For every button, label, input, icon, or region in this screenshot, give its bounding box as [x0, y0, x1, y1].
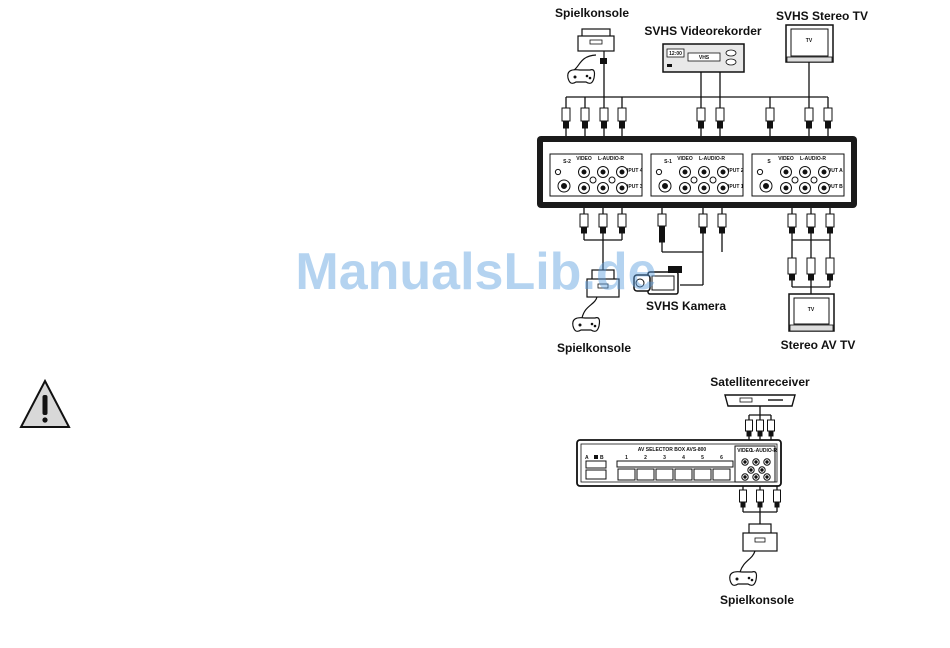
group3-audio-label: L-AUDIO-R: [800, 156, 826, 162]
game-console-bottom: [729, 523, 778, 586]
svideo-small-jack: [756, 168, 764, 176]
group1-svideo-label: S-2: [563, 159, 571, 165]
selector-button-4: [674, 468, 693, 481]
svideo-small-jack: [655, 168, 663, 176]
vcr-display: 12:00: [669, 51, 682, 57]
group3-video-label: VIDEO: [778, 156, 794, 162]
front-audio-label: L-AUDIO-R: [751, 448, 777, 454]
watermark: ManualsLib.de: [295, 243, 656, 301]
satellite-receiver: [724, 394, 796, 407]
svhs-camera: [633, 266, 682, 295]
front-video-label: VIDEO: [737, 448, 753, 454]
selector-button-2: [636, 468, 655, 481]
top-cables: [565, 62, 829, 108]
selector-button-label: 6: [720, 455, 723, 461]
front-buttons: 1 2 3 4 5 6: [617, 455, 731, 481]
label-svhs-camera: SVHS Kamera: [646, 299, 726, 313]
selector-button-5: [693, 468, 712, 481]
selector-button-label: 3: [663, 455, 666, 461]
front-label-b: B: [600, 455, 604, 461]
top-plugs: [561, 107, 833, 129]
group2-svideo-label: S-1: [664, 159, 672, 165]
vcr-brand: VHS: [699, 55, 710, 61]
panel-group-1: S-2 VIDEO L-AUDIO-R INPUT 4 INPUT 3: [563, 156, 643, 190]
group2-input-bottom: INPUT 1: [724, 184, 743, 190]
selector-button-label: 4: [682, 455, 685, 461]
group3-output-top: OUT A: [827, 168, 843, 174]
selector-button-label: 1: [625, 455, 628, 461]
label-stereo-av-tv: Stereo AV TV: [781, 338, 856, 352]
stereo-tv-text: TV: [808, 307, 815, 313]
label-game-console-bottom: Spielkonsole: [720, 593, 794, 607]
group3-output-bottom: OUT B: [827, 184, 843, 190]
group2-audio-label: L-AUDIO-R: [699, 156, 725, 162]
game-console-top: [567, 28, 615, 84]
rca-jack-mid: [690, 176, 698, 184]
group1-input-top: INPUT 4: [623, 168, 642, 174]
selector-button-3: [655, 468, 674, 481]
rca-jack-mid: [709, 176, 717, 184]
front-cables: [742, 486, 778, 525]
tv-top-text: TV: [806, 38, 813, 44]
bottom-cables: [583, 208, 831, 294]
tv-top: TV: [785, 24, 834, 63]
rca-jack-mid: [810, 176, 818, 184]
group1-audio-label: L-AUDIO-R: [598, 156, 624, 162]
panel-jacks: [554, 166, 830, 194]
stereo-av-tv: TV: [788, 293, 835, 332]
group2-input-top: INPUT 2: [724, 168, 743, 174]
front-jacks: [741, 458, 771, 481]
bottom-plugs: [579, 213, 835, 281]
group1-video-label: VIDEO: [576, 156, 592, 162]
label-game-console-left: Spielkonsole: [557, 341, 631, 355]
front-label-a: A: [585, 455, 589, 461]
selector-button-label: 2: [644, 455, 647, 461]
selector-button-6: [712, 468, 731, 481]
label-satellite-receiver: Satellitenreceiver: [710, 375, 810, 389]
selector-button-label: 5: [701, 455, 704, 461]
warning-icon: [19, 378, 71, 428]
group2-video-label: VIDEO: [677, 156, 693, 162]
group1-input-bottom: INPUT 3: [623, 184, 642, 190]
panel-group-3: S VIDEO L-AUDIO-R OUT A OUT B: [767, 156, 843, 190]
rca-jack-mid: [791, 176, 799, 184]
rca-jack-mid: [589, 176, 597, 184]
rca-jack-mid: [608, 176, 616, 184]
vcr: 12:00 VHS: [662, 43, 745, 73]
svideo-small-jack: [554, 168, 562, 176]
label-svhs-vcr: SVHS Videorekorder: [644, 24, 761, 38]
front-plugs: [739, 489, 781, 508]
selector-button-1: [617, 468, 636, 481]
label-game-console-top: Spielkonsole: [555, 6, 629, 20]
group3-svideo-label: S: [767, 159, 771, 165]
panel-group-2: S-1 VIDEO L-AUDIO-R INPUT 2 INPUT 1: [664, 156, 744, 190]
sat-plugs: [745, 419, 775, 437]
front-model-label: AV SELECTOR BOX AVS-800: [638, 447, 707, 453]
game-console-left: [572, 269, 620, 332]
label-svhs-tv: SVHS Stereo TV: [776, 9, 868, 23]
